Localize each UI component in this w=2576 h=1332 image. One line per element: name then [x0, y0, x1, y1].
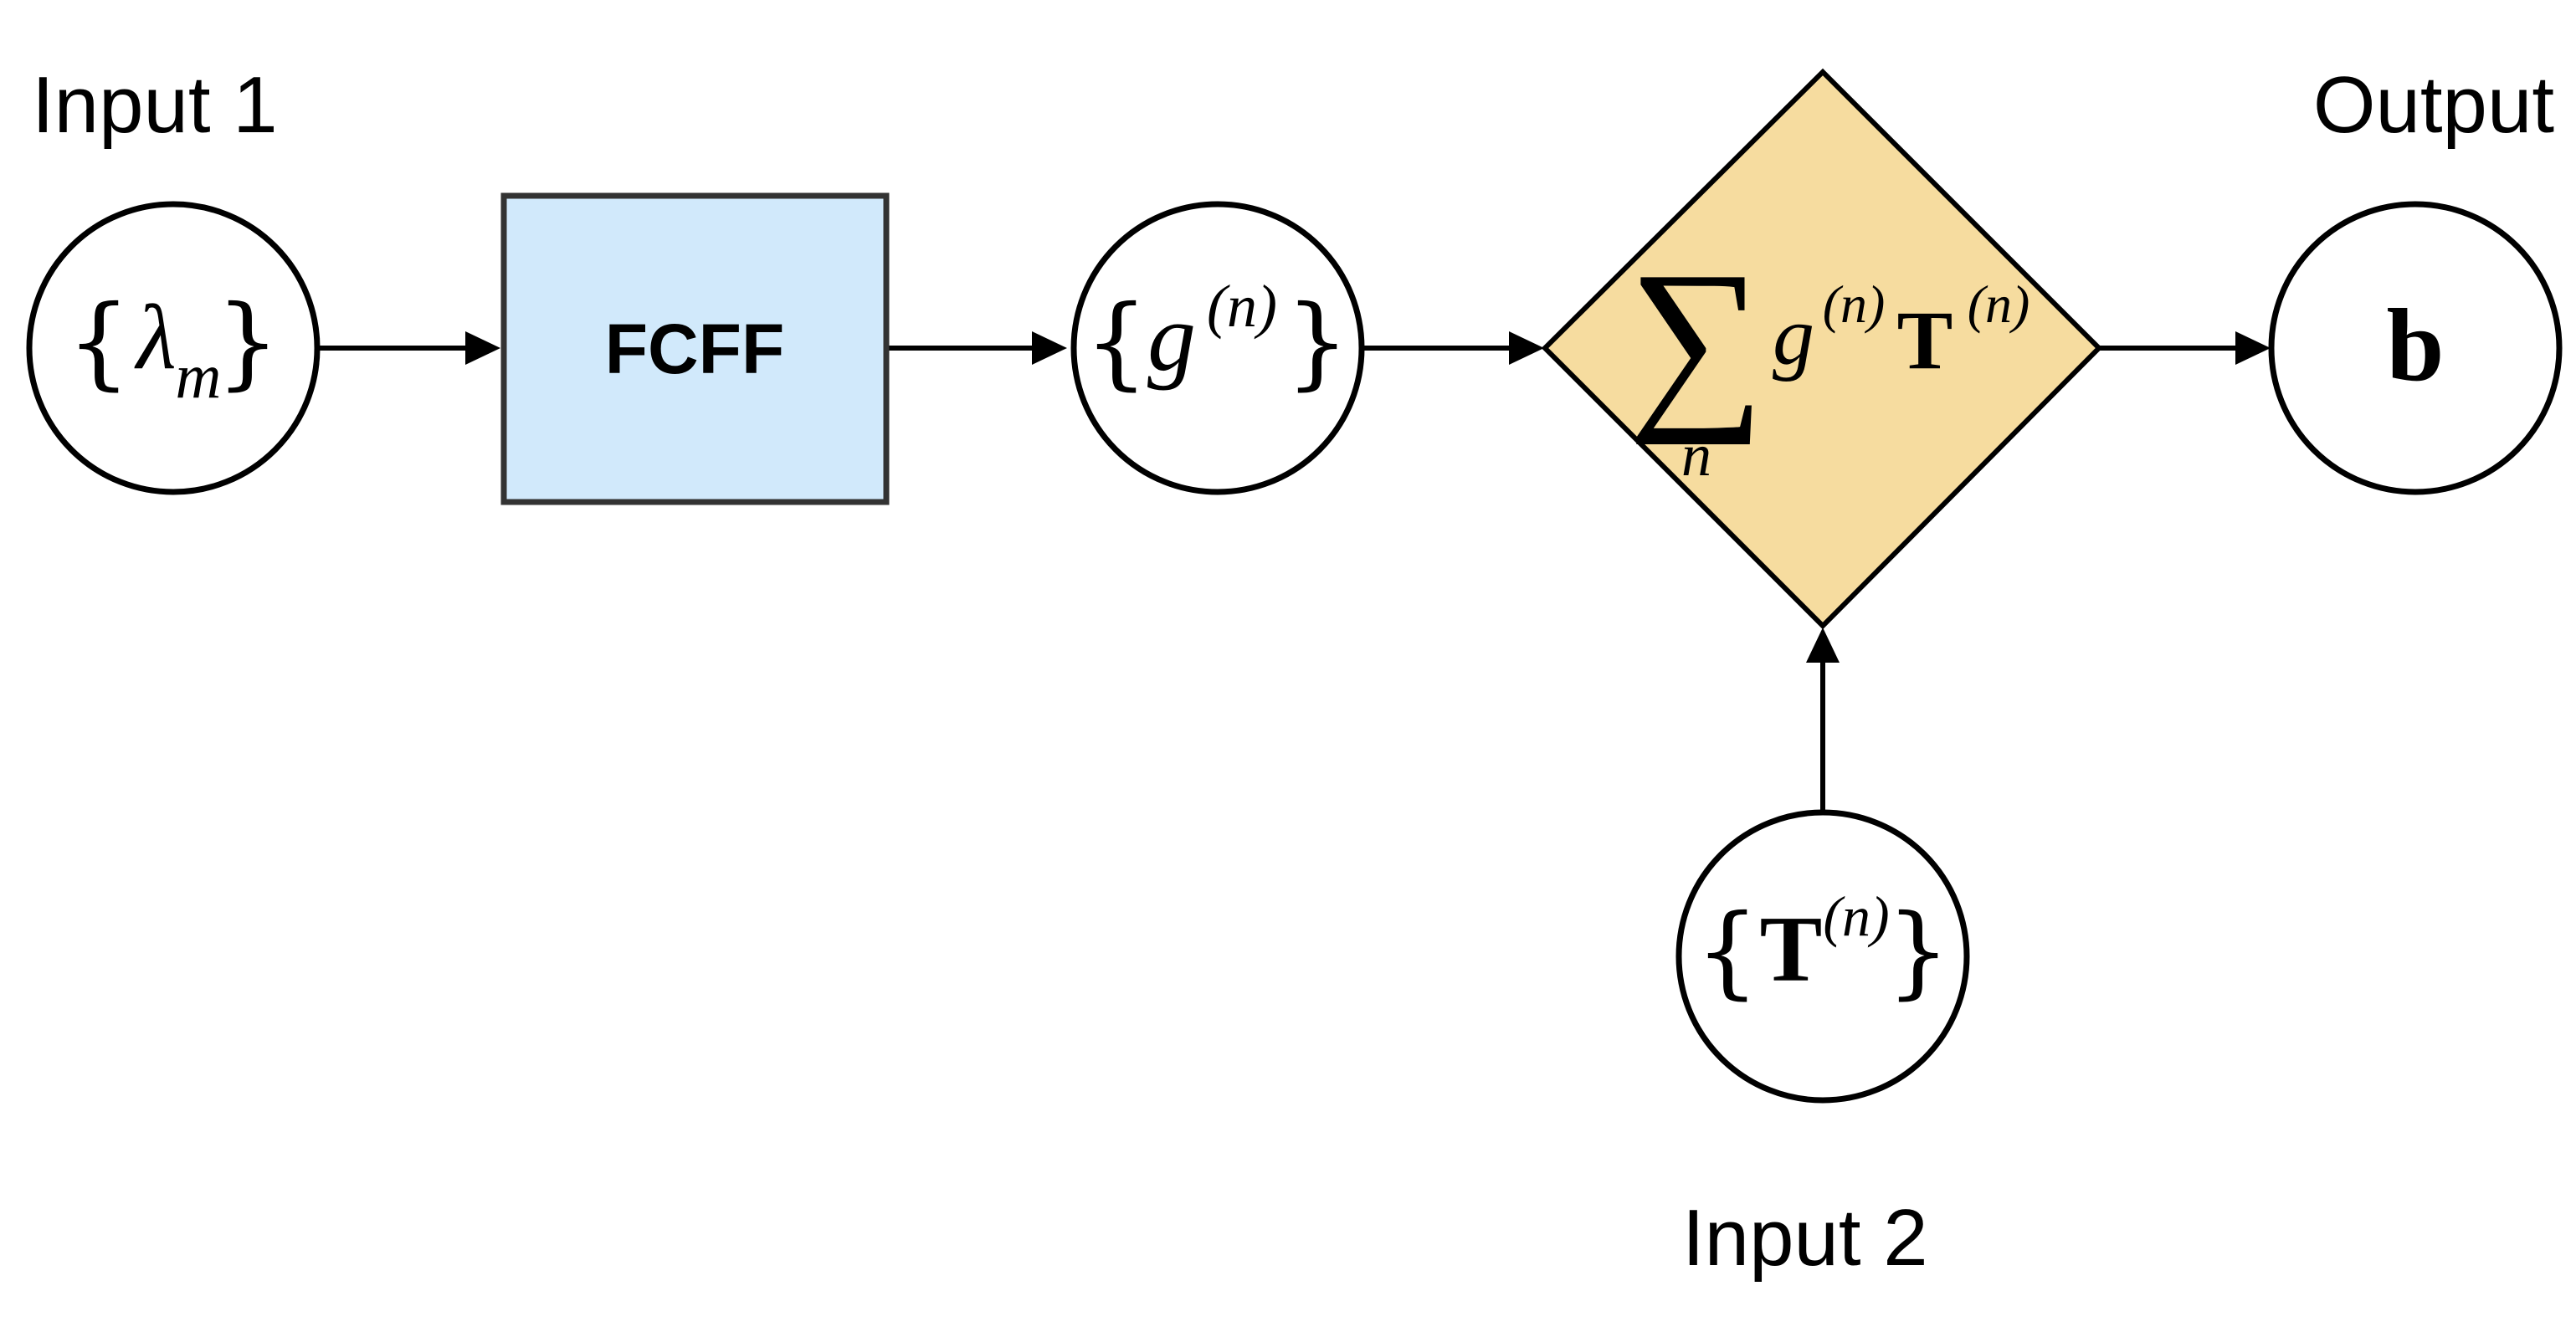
sum-sigma: ∑ — [1628, 232, 1765, 445]
lambda-subscript: m — [176, 341, 222, 412]
t-brace-close: } — [1886, 894, 1950, 1010]
sum-t-symbol: T — [1897, 294, 1953, 387]
g-symbol: g — [1147, 284, 1196, 392]
g-superscript: (n) — [1207, 273, 1277, 340]
g-node: { g (n) } — [1070, 201, 1365, 495]
edges — [318, 331, 2271, 810]
g-brace-close: } — [1285, 284, 1349, 401]
edge-t-to-sum — [1806, 628, 1840, 810]
t-symbol: T — [1760, 898, 1823, 1002]
sum-diamond — [1541, 68, 2103, 630]
t-brace-open: { — [1696, 894, 1759, 1010]
input2-label: Input 2 — [1682, 1193, 1928, 1283]
lambda-brace-open: { — [67, 284, 131, 401]
lambda-node: { λ m } — [26, 201, 321, 495]
lambda-symbol: λ — [134, 286, 177, 388]
fcff-box — [500, 192, 890, 505]
sum-g-symbol: g — [1773, 289, 1814, 382]
sum-g-superscript: (n) — [1823, 274, 1886, 334]
edge-sum-to-b — [2096, 331, 2271, 365]
t-node: { T (n) } — [1675, 809, 1970, 1104]
sum-t-superscript: (n) — [1968, 274, 2030, 334]
fcff-label: FCFF — [605, 310, 785, 388]
lambda-brace-close: } — [216, 284, 280, 401]
output-label: Output — [2313, 60, 2554, 150]
edge-lambda-to-fcff — [318, 331, 500, 365]
t-superscript: (n) — [1823, 884, 1889, 948]
sum-node: ∑ n g (n) T (n) — [1541, 68, 2103, 630]
sum-index: n — [1681, 422, 1711, 489]
input1-label: Input 1 — [32, 60, 278, 150]
b-node: b — [2268, 201, 2563, 495]
g-brace-open: { — [1085, 284, 1148, 401]
edge-g-to-sum — [1364, 331, 1544, 365]
b-symbol: b — [2387, 288, 2445, 402]
edge-fcff-to-g — [887, 331, 1067, 365]
fcff-node: FCFF — [500, 192, 890, 505]
